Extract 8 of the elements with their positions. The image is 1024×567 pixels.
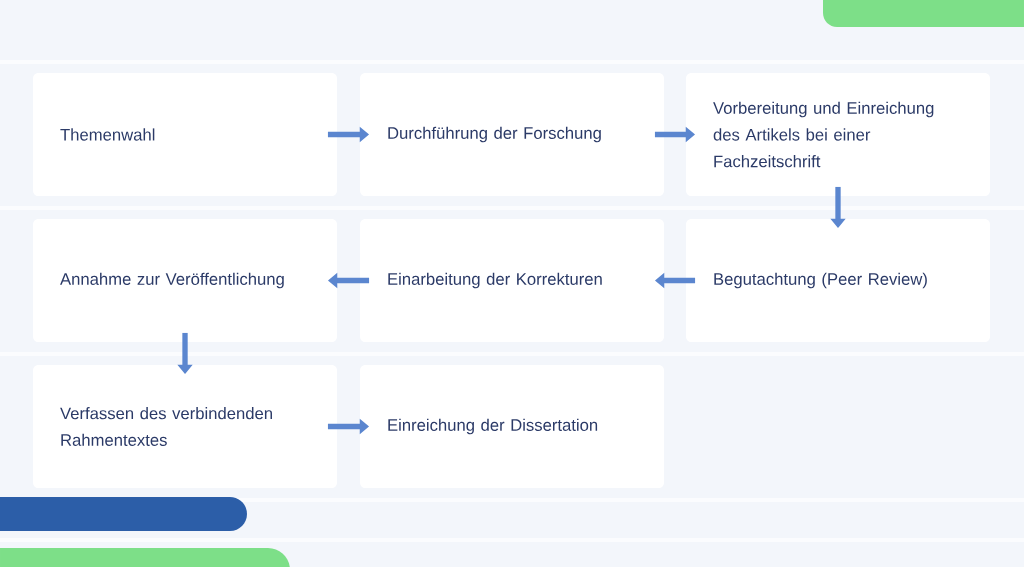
step-box: Themenwahl xyxy=(33,73,337,196)
step-box: Vorbereitung und Einreichung des Artikels bei einer Fachzeitschrift xyxy=(686,73,990,196)
step-box: Einreichung der Dissertation xyxy=(360,365,664,488)
step-box: Einarbeitung der Korrekturen xyxy=(360,219,664,342)
step-box: Begutachtung (Peer Review) xyxy=(686,219,990,342)
step-box: Verfassen des verbindenden Rahmentextes xyxy=(33,365,337,488)
step-box: Durchführung der Forschung xyxy=(360,73,664,196)
step-box: Annahme zur Veröffentlichung xyxy=(33,219,337,342)
